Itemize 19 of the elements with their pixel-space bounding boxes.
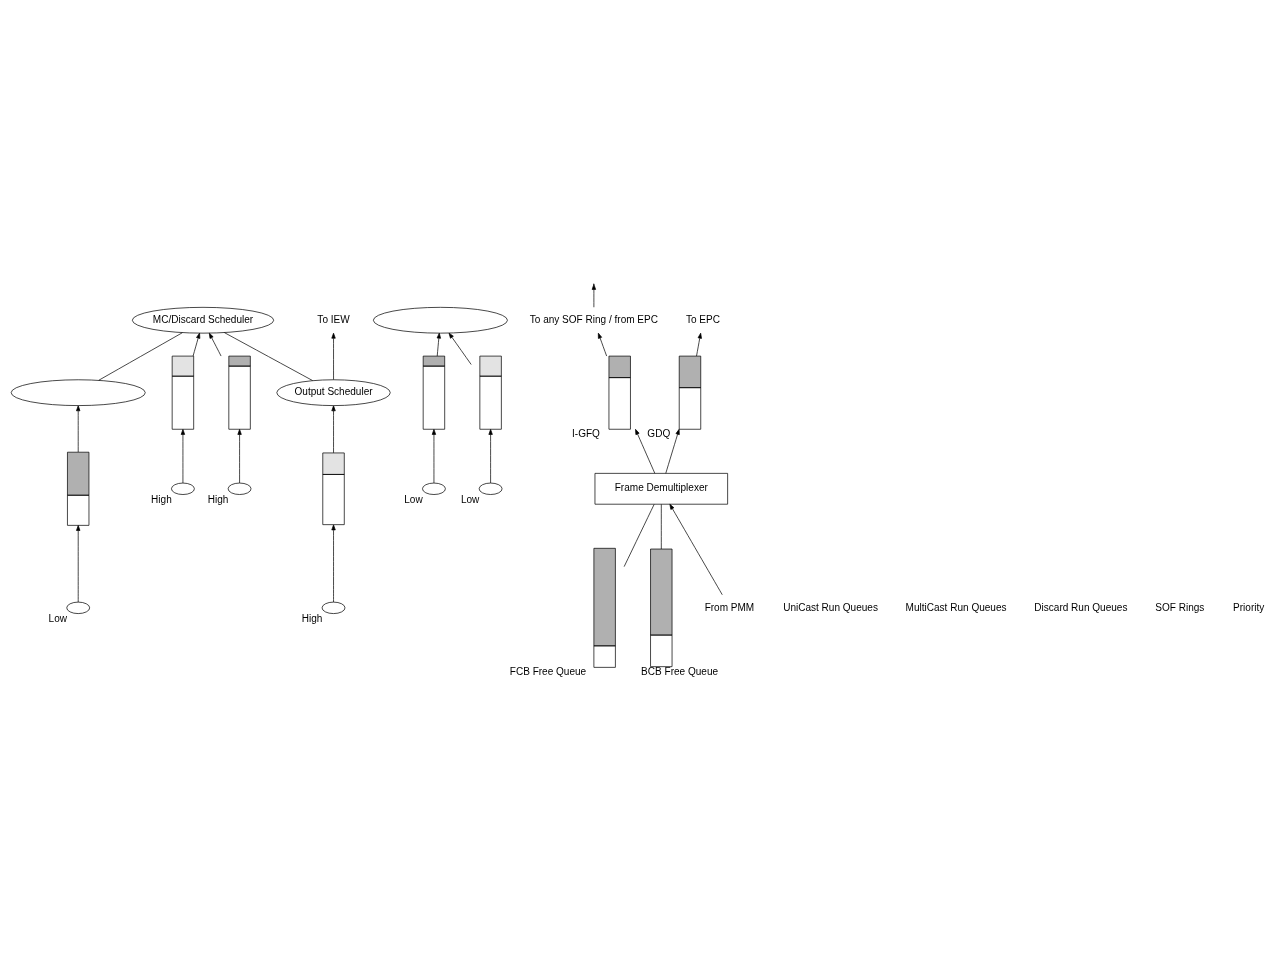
node-label: Low: [460, 493, 480, 505]
label: Priority: [1233, 601, 1265, 612]
node-label: High: [301, 612, 323, 624]
label: MultiCast Run Queues: [905, 601, 1007, 612]
node-label: High: [207, 493, 229, 505]
node-text: From PMM: [704, 601, 755, 612]
node-label: Low: [404, 493, 423, 505]
node-label: Low: [48, 612, 67, 624]
node-text: To EPC: [685, 313, 720, 325]
node-label: BCB Free Queue: [641, 665, 719, 677]
label: UniCast Run Queues: [783, 601, 878, 612]
label: SOF Rings: [1155, 601, 1205, 612]
node-text: To any SOF Ring / from EPC: [529, 313, 658, 325]
node-label: FCB Free Queue: [509, 665, 587, 677]
node-label: High: [151, 493, 172, 505]
label: Discard Run Queues: [1034, 601, 1128, 612]
node-label: I-GFQ: [572, 427, 600, 439]
node-text: To IEW: [317, 313, 350, 325]
node-label: GDQ: [647, 427, 671, 439]
